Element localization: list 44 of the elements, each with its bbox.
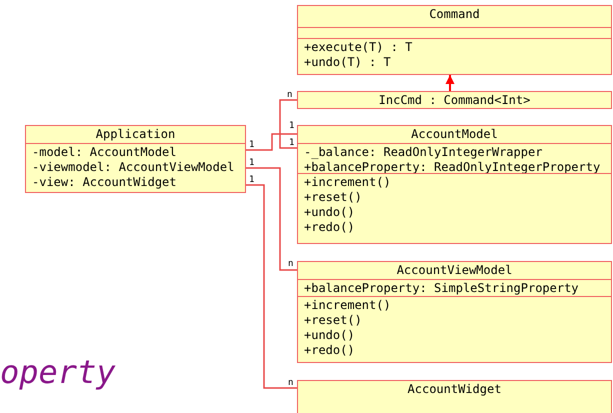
member-text: +undo() — [304, 328, 355, 343]
association-line — [246, 133, 297, 151]
multiplicity-label: 1 — [249, 158, 254, 168]
class-box — [25, 125, 246, 193]
class-box — [297, 125, 612, 244]
multiplicity-label: 1 — [289, 121, 294, 131]
class-box — [297, 5, 612, 75]
member-text: -model: AccountModel — [32, 145, 176, 160]
member-text: +reset() — [304, 190, 362, 205]
class-name: AccountModel — [411, 126, 498, 142]
member-text: +reset() — [304, 313, 362, 328]
class-name: AccountWidget — [408, 381, 502, 397]
member-text: +redo() — [304, 343, 355, 358]
member-text: +redo() — [304, 220, 355, 235]
class-name: IncCmd : Command<Int> — [378, 92, 530, 108]
association-line — [279, 99, 297, 149]
class-name: AccountViewModel — [396, 262, 512, 278]
member-text: +increment() — [304, 298, 391, 313]
partial-heading: operty — [0, 352, 116, 392]
member-text: +balanceProperty: SimpleStringProperty — [304, 281, 579, 296]
member-compartment — [298, 143, 611, 173]
multiplicity-label: 1 — [289, 138, 294, 148]
class-name: Command — [429, 6, 480, 22]
member-text: +undo() — [304, 205, 355, 220]
inheritance-arrow — [446, 75, 454, 91]
class-box — [297, 261, 612, 363]
member-text: +execute(T) : T — [304, 40, 412, 55]
class-box — [297, 380, 612, 413]
class-name: Application — [96, 126, 176, 142]
member-text: -view: AccountWidget — [32, 175, 176, 190]
class-box — [297, 91, 612, 109]
member-text: -_balance: ReadOnlyIntegerWrapper — [304, 145, 542, 160]
member-text: +balanceProperty: ReadOnlyIntegerProperty — [304, 160, 600, 175]
multiplicity-label: n — [288, 259, 294, 269]
member-text: +increment() — [304, 175, 391, 190]
member-text: +undo(T) : T — [304, 55, 391, 70]
multiplicity-label: 1 — [249, 175, 254, 185]
association-line — [246, 184, 297, 389]
association-line — [246, 167, 297, 271]
multiplicity-label: 1 — [249, 140, 254, 150]
multiplicity-label: n — [288, 378, 294, 388]
member-compartment — [298, 279, 611, 296]
member-text: -viewmodel: AccountViewModel — [32, 160, 234, 175]
multiplicity-label: n — [287, 90, 292, 100]
